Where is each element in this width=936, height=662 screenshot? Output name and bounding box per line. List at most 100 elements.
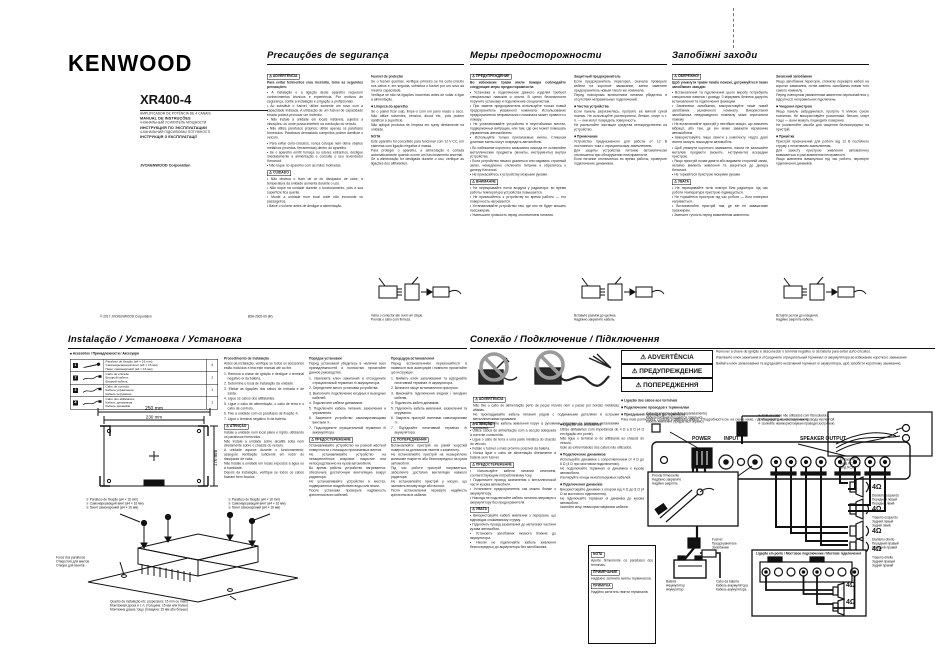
text-block-n: 1. Remova a chave de ignição e desligue …	[224, 372, 304, 381]
accessory-number: 4	[73, 400, 78, 406]
text-block-p: • Установка и подключение данного издели…	[470, 90, 566, 144]
text-block-p: Este aparelho foi concebido para funcion…	[371, 139, 464, 166]
mounting-drawing	[87, 511, 299, 603]
precautions-uk-left: ⚠ ОБЕРЕЖНО!Щоб уникнути травм та/або пож…	[672, 70, 768, 365]
screw-label-right: ① Parafuso de fixação (ø4 × 16 mm) ① Сам…	[228, 498, 286, 510]
text-block-h: ■ Подключение проводов к терминалам	[621, 405, 690, 410]
text-block-h: ■ Приєднання проводів до терміналів	[621, 412, 686, 417]
text-block-b: MANUAL DE INSTRUÇÕES	[140, 116, 191, 121]
accessory-qty: 1	[206, 384, 218, 397]
text-block-h: Fusível de proteção	[371, 75, 403, 79]
text-block-p: Вийміть ключ запалювання та від'єднайте …	[716, 361, 902, 366]
bridged-title: Ligação em ponte / Мостовое подключение …	[756, 552, 862, 556]
text-block-n: 6. Закріпіть пристрій гвинтами самонаріз…	[391, 416, 467, 425]
text-block-p: Встановлюйте пристрій на рівній жорсткій…	[391, 444, 467, 498]
connector-caption-ru: Вставьте разъём до щелчка. Надёжно закре…	[574, 314, 617, 322]
text-block-n: 3. Виконайте підключення вхідних і вихід…	[391, 391, 467, 400]
text-block-p: • Не перекривайте потік повітря біля рад…	[672, 186, 768, 218]
speaker-label-4: 4Ω Traseiro direito Задний правый Задній…	[872, 546, 895, 568]
wiring-diagram: POWER INPUT SPEAKER OUTPUT	[647, 411, 933, 617]
text-block-n: 2. Визначте місце встановлення пристрою.	[391, 386, 459, 391]
topview-drawing: 250 mm 230 mm 170 mm	[97, 406, 218, 487]
precautions-title-pt: Precauções de segurança	[267, 50, 464, 65]
text-block-n: 2. Определите место установки устройства…	[309, 386, 379, 391]
text-block-box: ⚠ ОБЕРЕЖНО!	[672, 74, 702, 80]
text-block-h: Защитный предохранитель	[574, 75, 621, 79]
text-block-h: ■ Ligação dos altifalantes	[560, 423, 602, 427]
text-block-n: 5. Подключите кабель питания, заземления…	[309, 406, 386, 415]
fold-mark	[733, 8, 735, 48]
text-block-h: ■ Примітка	[776, 134, 795, 139]
text-block-h: ■ Ligação dos cabos aos terminais	[621, 399, 678, 403]
dim-width-inner: 230 mm	[146, 415, 163, 420]
text-block-box: ⚠ УВАГА	[672, 179, 692, 186]
text-block-n: 6. Fixe a unidade com os parafusos de fi…	[224, 412, 300, 416]
face-label-speaker: SPEAKER OUTPUT	[800, 436, 846, 442]
text-block-n: 1. Вийміть ключ запалювання та від'єднай…	[391, 376, 467, 385]
connection-title: Conexão / Подключение / Підключення	[470, 334, 935, 349]
text-block-box: ПРИМІТКА	[591, 583, 613, 589]
text-block-p: • Во избежание короткого замыкания никог…	[470, 146, 566, 177]
text-block-s: 4-КАНАЛЬНИЙ ПІДСИЛЮВАЧ ПОТУЖНОСТІ	[140, 130, 211, 134]
text-block-n: 1. Извлеките ключ зажигания и отсоединит…	[309, 376, 386, 385]
text-block-n: 4. Ligue os cabos dos altifalantes.	[224, 397, 276, 401]
rca-input-label: Entrada RCA Вход RCA Вхід RCA	[840, 458, 859, 470]
installation-title: Instalação / Установка / Установка	[68, 334, 467, 349]
text-block-p: Якщо запобіжник перегорів, спочатку пере…	[776, 79, 869, 102]
text-block-box: ПРИМЕЧАНИЕ	[591, 569, 620, 576]
text-block-n: 4. Підключіть кабелі динаміків.	[391, 401, 440, 406]
text-block-p: • Встановлення та підключення цього виро…	[672, 90, 768, 144]
text-block-p: Se o fusível queimar, verifique primeiro…	[371, 79, 464, 102]
text-block-n: 6. Закрепите устройство самонарезающими …	[309, 416, 386, 425]
text-block-p: • Використовуйте кабелі живлення з перер…	[470, 514, 556, 550]
screw-holes-label: Furos dos parafusos Отверстия для винтов…	[56, 556, 90, 568]
text-block-h: Захисний запобіжник	[776, 75, 813, 79]
text-block-box: NOTA	[591, 552, 605, 558]
text-block-box: ⚠ ПРЕДУПРЕЖДЕНИЕ	[470, 74, 512, 80]
text-block-box: ⚠ ПОПЕРЕДЖЕННЯ	[391, 437, 429, 443]
text-block-p: Utilize altifalantes com impedância de 4…	[560, 427, 644, 450]
corporation-line: JVCKENWOOD Corporation	[140, 163, 310, 172]
text-block-p: Remover a chave de ignição e desconectar…	[716, 350, 871, 354]
bridged-impedance-2: 4Ω	[846, 599, 856, 606]
text-block-p: Извлеките ключ зажигания и отсоедините о…	[716, 355, 908, 360]
text-block-p: • A instalação e a ligação deste aparelh…	[267, 90, 363, 140]
connector-diagram-ru	[581, 276, 665, 301]
text-block-p: Устройство предназначено для работы от 1…	[574, 139, 667, 166]
accessory-row: 4 Cabo dos altifalantes Кабель динамиков …	[71, 396, 218, 409]
text-block-h: ■ Чищення пристрою	[776, 104, 813, 109]
warning-box-uk: ⚠ ПОПЕРЕДЖЕННЯ	[621, 378, 713, 392]
text-block-p: • Не перекрывайте поток воздуха у радиат…	[470, 186, 566, 218]
text-block-n: 5. Підключіть кабель живлення, заземленн…	[391, 406, 467, 415]
cable-icon	[82, 400, 102, 406]
text-block-p: • Não obstrua o fluxo de ar do dissipado…	[267, 177, 363, 209]
accessory-qty: 1	[206, 371, 218, 384]
warning-box-pt: ⚠ ADVERTÊNCIA	[621, 350, 713, 364]
text-block-h: NOTA	[371, 134, 381, 139]
text-block-box: ⚠ ПРЕДОСТЕРЕЖЕНИЕ	[309, 437, 353, 443]
text-block-b: ИНСТРУКЦИЯ ПО ЭКСПЛУАТАЦИИ	[140, 125, 208, 130]
text-block-n: 7. Ligue o terminal negativo ⊖ da bateri…	[224, 417, 287, 421]
warning-box-ru: ⚠ ПРЕДУПРЕЖДЕНИЕ	[621, 364, 713, 378]
accessory-description: Cabo dos altifalantes Кабель динамиков К…	[103, 396, 207, 409]
text-block-p: Надёжно затяните винты терминалов.	[591, 576, 652, 581]
power-cable-label: Cabo de energia (vendido separadamente) …	[646, 412, 707, 424]
connector-diagram-uk	[783, 276, 867, 301]
text-block-box: ⚠ ATENÇÃO	[470, 422, 495, 428]
text-block-p: • Para evitar curto-circuitos, nunca col…	[267, 141, 363, 168]
connection-bullets: ■ Ligação dos cabos aos terminais ■ Подкл…	[621, 394, 931, 449]
text-block-s: AMPLIFICADOR DE POTÊNCIA DE 4 CANAIS	[140, 112, 211, 116]
text-block-b: ІНСТРУКЦІЯ З ЕКСПЛУАТАЦІЇ	[140, 134, 197, 140]
text-block-h: ■ Чистка устройства	[574, 104, 609, 109]
dim-height: 170 mm	[213, 450, 218, 467]
accessory-description: Cabo de entrada Входной кабель Вхідний к…	[103, 371, 207, 384]
text-block-lead: Щоб уникнути травм та/або пожежі, дотрим…	[672, 80, 768, 89]
